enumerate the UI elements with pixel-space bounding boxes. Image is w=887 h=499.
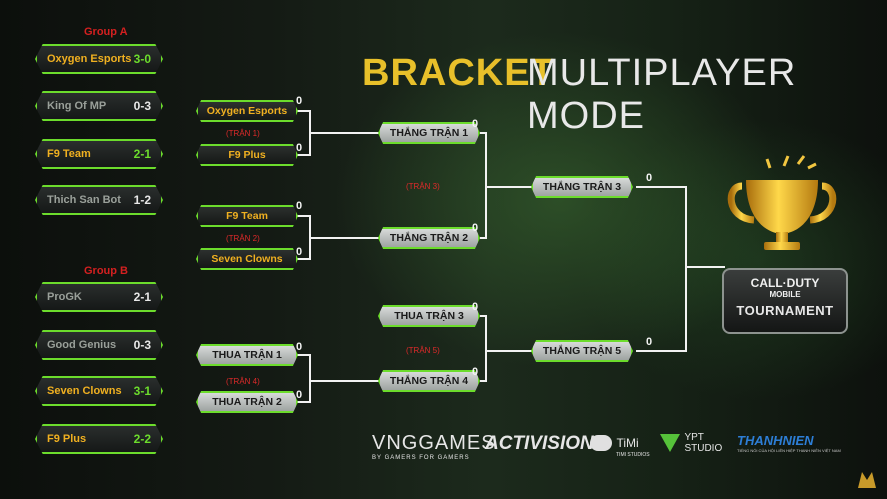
r2-match5-slot-b[interactable]: THẮNG TRẬN 4: [378, 370, 480, 392]
tournament-logo: CALL·DUTY MOBILE TOURNAMENT: [722, 268, 848, 334]
vng-text: VNGGAMES: [372, 432, 496, 454]
r1-match4-tag: (TRẬN 4): [226, 377, 260, 386]
team-name: Good Genius: [47, 339, 117, 351]
slot-label: F9 Team: [226, 210, 268, 222]
ypt-tagline: STUDIO: [684, 443, 723, 454]
team-name: ProGK: [47, 291, 82, 303]
r1-match4-slot-b[interactable]: THUA TRẬN 2: [196, 391, 298, 413]
team-record: 2-1: [133, 290, 151, 304]
r2-match3-slot-a[interactable]: THẮNG TRẬN 1: [378, 122, 480, 144]
r2-match3-score-b: 0: [472, 222, 479, 234]
corner-emblem-icon: [858, 472, 876, 488]
slot-label: THẮNG TRẬN 1: [389, 127, 469, 139]
r2-match3-tag: (TRẬN 3): [406, 182, 440, 191]
team-name: F9 Team: [47, 148, 91, 160]
r1-match2-slot-a[interactable]: F9 Team: [196, 205, 298, 227]
activision-logo: ACTIVISION: [485, 433, 594, 454]
group-a-team-3[interactable]: F9 Team 2-1: [35, 139, 163, 169]
r1-match4-score-b: 0: [296, 389, 303, 401]
r1-match1-slot-a[interactable]: Oxygen Esports: [196, 100, 298, 122]
slot-label: THẮNG TRẬN 3: [542, 181, 622, 193]
r2-match5-score-b: 0: [472, 366, 479, 378]
slot-label: THUA TRẬN 1: [212, 349, 282, 361]
team-name: Thich San Bot: [47, 194, 121, 206]
slot-label: THẮNG TRẬN 4: [389, 375, 469, 387]
cloud-icon: [590, 434, 612, 451]
slot-label: F9 Plus: [228, 149, 266, 161]
team-record: 3-0: [133, 52, 151, 66]
r3-winner-match3-score: 0: [646, 172, 653, 184]
r1-match1-slot-b[interactable]: F9 Plus: [196, 144, 298, 166]
team-record: 1-2: [133, 193, 151, 207]
team-record: 0-3: [133, 99, 151, 113]
r3-winner-match3[interactable]: THẮNG TRẬN 3: [531, 176, 633, 198]
r3-winner-match5[interactable]: THẮNG TRẬN 5: [531, 340, 633, 362]
r1-match4-slot-a[interactable]: THUA TRẬN 1: [196, 344, 298, 366]
team-name: Seven Clowns: [47, 385, 122, 397]
r1-match1-score-b: 0: [296, 142, 303, 154]
trophy-icon: [727, 155, 837, 250]
ypt-v-icon: [660, 434, 680, 452]
r1-match2-slot-b[interactable]: Seven Clowns: [196, 248, 298, 270]
ypt-logo: YPT STUDIO: [660, 432, 722, 454]
group-b-team-4[interactable]: F9 Plus 2-2: [35, 424, 163, 454]
r2-match5-score-a: 0: [472, 301, 479, 313]
title-multiplayer-mode: MULTIPLAYER MODE: [527, 52, 797, 137]
thanhnien-tagline: TIẾNG NÓI CỦA HỘI LIÊN HIỆP THANH NIÊN V…: [737, 448, 841, 453]
group-a-team-2[interactable]: King Of MP 0-3: [35, 91, 163, 121]
r1-match1-score-a: 0: [296, 95, 303, 107]
timi-text: TiMi: [616, 435, 639, 450]
slot-label: Oxygen Esports: [206, 105, 288, 117]
r2-match3-score-a: 0: [472, 118, 479, 130]
thanhnien-text: THANHNIEN: [737, 433, 814, 448]
team-name: F9 Plus: [47, 433, 87, 445]
logo-callduty: CALL·DUTY: [750, 276, 820, 290]
group-a-team-4[interactable]: Thich San Bot 1-2: [35, 185, 163, 215]
team-record: 3-1: [133, 384, 151, 398]
timi-tagline: TIMI STUDIOS: [616, 452, 650, 458]
thanhnien-logo: THANHNIEN TIẾNG NÓI CỦA HỘI LIÊN HIỆP TH…: [737, 433, 841, 453]
team-record: 2-1: [133, 147, 151, 161]
team-name: King Of MP: [47, 100, 107, 112]
timi-logo: TiMi TIMI STUDIOS: [590, 434, 650, 458]
r1-match2-score-a: 0: [296, 200, 303, 212]
r2-match5-tag: (TRẬN 5): [406, 346, 440, 355]
r2-match5-slot-a[interactable]: THUA TRẬN 3: [378, 305, 480, 327]
r2-match3-slot-b[interactable]: THẮNG TRẬN 2: [378, 227, 480, 249]
slot-label: THUA TRẬN 3: [394, 310, 464, 322]
vnggames-logo: VNGGAMES BY GAMERS FOR GAMERS: [372, 432, 496, 461]
slot-label: THẮNG TRẬN 5: [542, 345, 622, 357]
team-record: 2-2: [133, 432, 151, 446]
team-record: 0-3: [133, 338, 151, 352]
ypt-text: YPT: [684, 432, 704, 443]
r1-match4-score-a: 0: [296, 341, 303, 353]
slot-label: THUA TRẬN 2: [212, 396, 282, 408]
group-a-team-1[interactable]: Oxygen Esports 3-0: [35, 44, 163, 74]
r3-winner-match5-score: 0: [646, 336, 653, 348]
logo-tournament: TOURNAMENT: [736, 303, 834, 318]
r1-match1-tag: (TRẬN 1): [226, 129, 260, 138]
vng-tagline: BY GAMERS FOR GAMERS: [372, 455, 470, 461]
group-a-label: Group A: [84, 26, 128, 38]
group-b-team-2[interactable]: Good Genius 0-3: [35, 330, 163, 360]
slot-label: Seven Clowns: [211, 253, 283, 265]
team-name: Oxygen Esports: [47, 53, 132, 65]
group-b-team-3[interactable]: Seven Clowns 3-1: [35, 376, 163, 406]
logo-mobile: MOBILE: [769, 290, 801, 299]
r1-match2-tag: (TRẬN 2): [226, 234, 260, 243]
title-bracket: BRACKET: [362, 52, 555, 94]
r1-match2-score-b: 0: [296, 246, 303, 258]
slot-label: THẮNG TRẬN 2: [389, 232, 469, 244]
group-b-label: Group B: [84, 265, 128, 277]
group-b-team-1[interactable]: ProGK 2-1: [35, 282, 163, 312]
